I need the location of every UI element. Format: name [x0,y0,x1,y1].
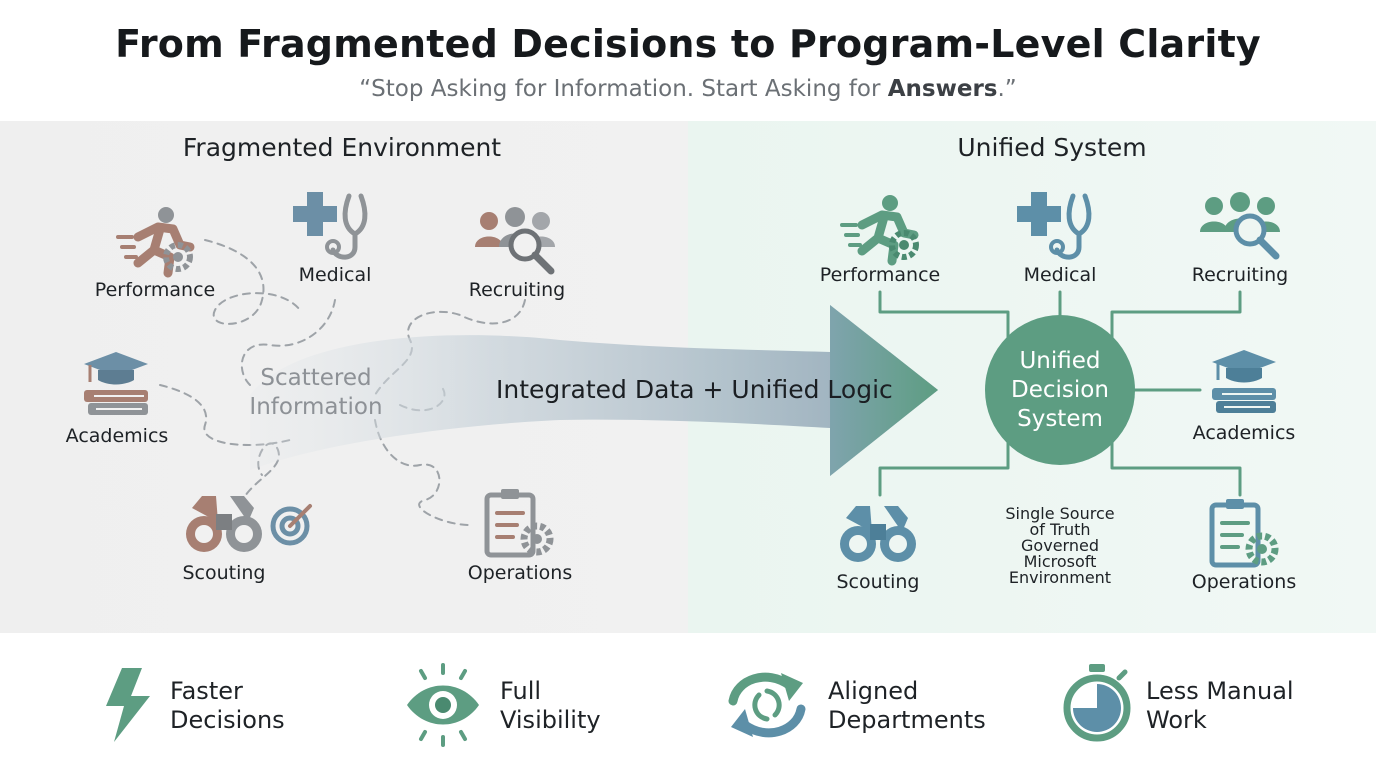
people-search-icon-unified [1200,192,1280,260]
clipboard-gear-icon-unified [1209,499,1279,568]
hub-label-line-2: Decision [1011,377,1109,403]
benefit-line-1: Faster [170,677,243,705]
benefit-line-1: Aligned [828,677,919,705]
graduation-cap-books-icon [84,352,148,415]
integration-arrow [250,305,938,476]
people-search-icon [475,207,555,275]
page-title: From Fragmented Decisions to Program-Lev… [115,22,1261,66]
hub-circle [985,315,1135,465]
medical-cross-stethoscope-icon-unified [1017,192,1092,260]
clipboard-gear-icon [484,489,554,558]
unified-node-label-academics: Academics [1192,422,1296,444]
benefit-line-2: Work [1146,706,1207,734]
eye-icon [407,663,479,747]
benefit-line-2: Visibility [500,706,601,734]
stopwatch-icon [1063,664,1131,742]
truth-line: Governed [1021,536,1099,555]
node-label-academics: Academics [65,425,169,447]
lightning-icon [106,668,150,742]
integration-arrow-label: Integrated Data + Unified Logic [496,375,893,404]
truth-line: Microsoft [1023,552,1097,571]
unified-node-label-recruiting: Recruiting [1191,264,1289,286]
fragmented-environment-heading: Fragmented Environment [182,133,502,162]
scattered-information-label: Scattered Information [226,364,406,422]
subtitle-emphasis: Answers [887,76,998,102]
benefit-line-2: Departments [828,706,986,734]
runner-icon-unified [840,195,919,266]
benefit-less-manual-work: Less Manual Work [1146,677,1294,735]
unified-system-heading: Unified System [957,133,1147,162]
sync-arrows-icon [728,672,806,738]
node-label-operations: Operations [467,562,573,584]
page-subtitle: “Stop Asking for Information. Start Aski… [0,76,1376,102]
benefit-line-1: Full [500,677,542,705]
scattered-line-2: Information [249,394,383,420]
node-label-recruiting: Recruiting [468,279,566,301]
subtitle-prefix: “Stop Asking for Information. Start Aski… [359,76,888,102]
subtitle-suffix: .” [997,76,1017,102]
benefit-full-visibility: Full Visibility [500,677,601,735]
scattered-line-1: Scattered [260,365,372,391]
benefit-aligned-departments: Aligned Departments [828,677,986,735]
hub-label: Unified Decision System [990,347,1130,434]
benefit-line-2: Decisions [170,706,285,734]
node-label-scouting: Scouting [182,562,266,584]
hub-label-line-1: Unified [1019,348,1101,374]
unified-node-label-medical: Medical [1023,264,1097,286]
binoculars-target-icon [186,496,312,552]
benefit-line-1: Less Manual [1146,677,1294,705]
truth-line: Environment [1008,568,1112,587]
medical-cross-stethoscope-icon [293,192,368,260]
graduation-cap-books-icon-unified [1212,350,1276,413]
node-label-medical: Medical [298,264,372,286]
single-source-of-truth-note: Single Source of Truth Governed Microsof… [985,506,1135,586]
unified-node-label-scouting: Scouting [836,571,920,593]
runner-icon [116,207,195,278]
unified-node-label-performance: Performance [819,264,941,286]
benefit-faster-decisions: Faster Decisions [170,677,285,735]
truth-line: of Truth [1029,520,1091,539]
hub-connectors [878,290,1242,497]
binoculars-icon-unified [840,506,916,562]
hub-label-line-3: System [1017,406,1103,432]
node-label-performance: Performance [94,279,216,301]
truth-line: Single Source [1005,504,1115,523]
unified-node-label-operations: Operations [1191,571,1297,593]
